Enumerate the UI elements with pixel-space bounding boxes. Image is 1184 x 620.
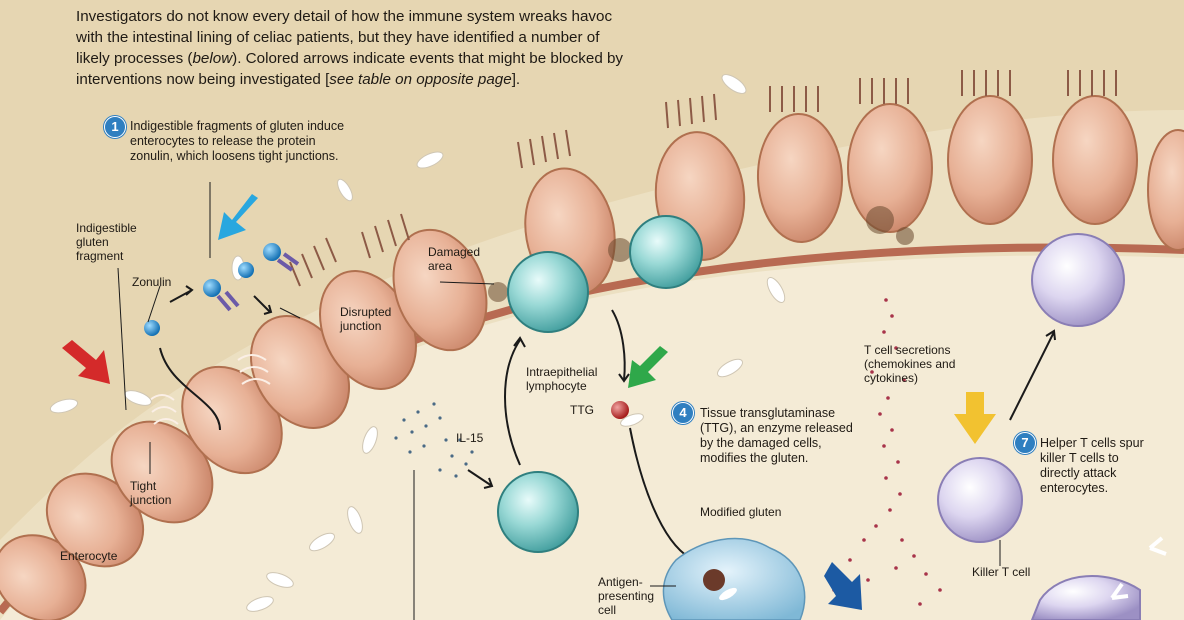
gluten-bound xyxy=(620,413,644,427)
intro-text: ). Colored arrows indicate events that m… xyxy=(76,50,624,88)
yellow-arrow xyxy=(954,392,996,444)
enterocyte-cell xyxy=(756,113,844,243)
enterocyte-cell xyxy=(1052,95,1138,225)
label-modified-gluten: Modified gluten xyxy=(700,505,782,519)
green-arrow xyxy=(628,346,668,388)
label-tight-junction: Tight junction xyxy=(130,479,172,507)
step-badge: 1 xyxy=(104,116,126,138)
step-text: Tissue transglutaminase (TTG), an enzyme… xyxy=(700,406,853,465)
il15-dots xyxy=(394,402,474,478)
label-disrupted-junction: Disrupted junction xyxy=(340,305,392,333)
label-intraepithelial-lymphocyte: Intraepithelial lymphocyte xyxy=(526,365,598,393)
intro-emphasis: below xyxy=(192,50,233,67)
enterocyte-layer xyxy=(0,95,1184,620)
lymphocyte-lamina xyxy=(497,471,579,553)
step-badge: 4 xyxy=(672,402,694,424)
dark-blue-arrow xyxy=(824,562,862,610)
intraepithelial-lymphocyte xyxy=(507,251,589,333)
enterocyte-cell xyxy=(847,103,933,233)
zonulin-sphere xyxy=(238,262,254,278)
step-badge: 7 xyxy=(1014,432,1036,454)
modified-gluten-sphere xyxy=(703,569,725,591)
red-arrow xyxy=(62,340,110,384)
damaged-area xyxy=(488,206,914,302)
intro-reference: see table on opposite page xyxy=(329,71,512,88)
step-text: Helper T cells spur killer T cells to di… xyxy=(1040,436,1144,495)
receptors xyxy=(1110,536,1167,600)
enterocyte-cell xyxy=(1147,129,1184,251)
t-cell-partial xyxy=(1030,575,1141,620)
intro-caption: Investigators do not know every detail o… xyxy=(76,6,636,90)
label-gluten-fragment: Indigestible gluten fragment xyxy=(76,221,137,263)
label-t-cell-secretions: T cell secretions (chemokines and cytoki… xyxy=(864,343,956,385)
antigen-presenting-cell xyxy=(662,537,806,620)
label-antigen-presenting-cell: Antigen-presenting cell xyxy=(598,575,655,617)
ttg-enzyme xyxy=(611,401,629,419)
lamina-propria xyxy=(0,255,1184,620)
step-text: Indigestible fragments of gluten induce … xyxy=(130,119,345,163)
microvilli xyxy=(289,70,1117,287)
label-killer-t-cell: Killer T cell xyxy=(972,565,1031,579)
zonulin-sphere xyxy=(203,279,221,297)
label-il15: IL-15 xyxy=(456,431,484,445)
leader-lines xyxy=(117,182,1001,620)
gluten-fragments xyxy=(49,74,786,612)
enterocyte-cell xyxy=(947,95,1033,225)
intraepithelial-lymphocyte xyxy=(629,215,703,289)
intro-text: ]. xyxy=(511,71,521,88)
enterocyte-cell xyxy=(392,228,488,352)
intro-text: Investigators do not know every detail o… xyxy=(76,8,613,67)
zonulin-sphere xyxy=(144,320,160,336)
label-damaged-area: Damaged area xyxy=(428,245,481,273)
label-enterocyte: Enterocyte xyxy=(60,549,118,563)
light-blue-arrow xyxy=(218,194,258,240)
zonulin-group xyxy=(144,243,300,336)
zonulin-sphere xyxy=(263,243,281,261)
helper-t-cell xyxy=(1031,233,1125,327)
killer-t-cell xyxy=(937,457,1023,543)
label-zonulin: Zonulin xyxy=(132,275,172,289)
disrupted-junction-waves xyxy=(149,354,271,425)
intervention-arrows xyxy=(62,194,996,610)
label-ttg: TTG xyxy=(570,403,594,417)
process-arrows xyxy=(159,285,1056,561)
